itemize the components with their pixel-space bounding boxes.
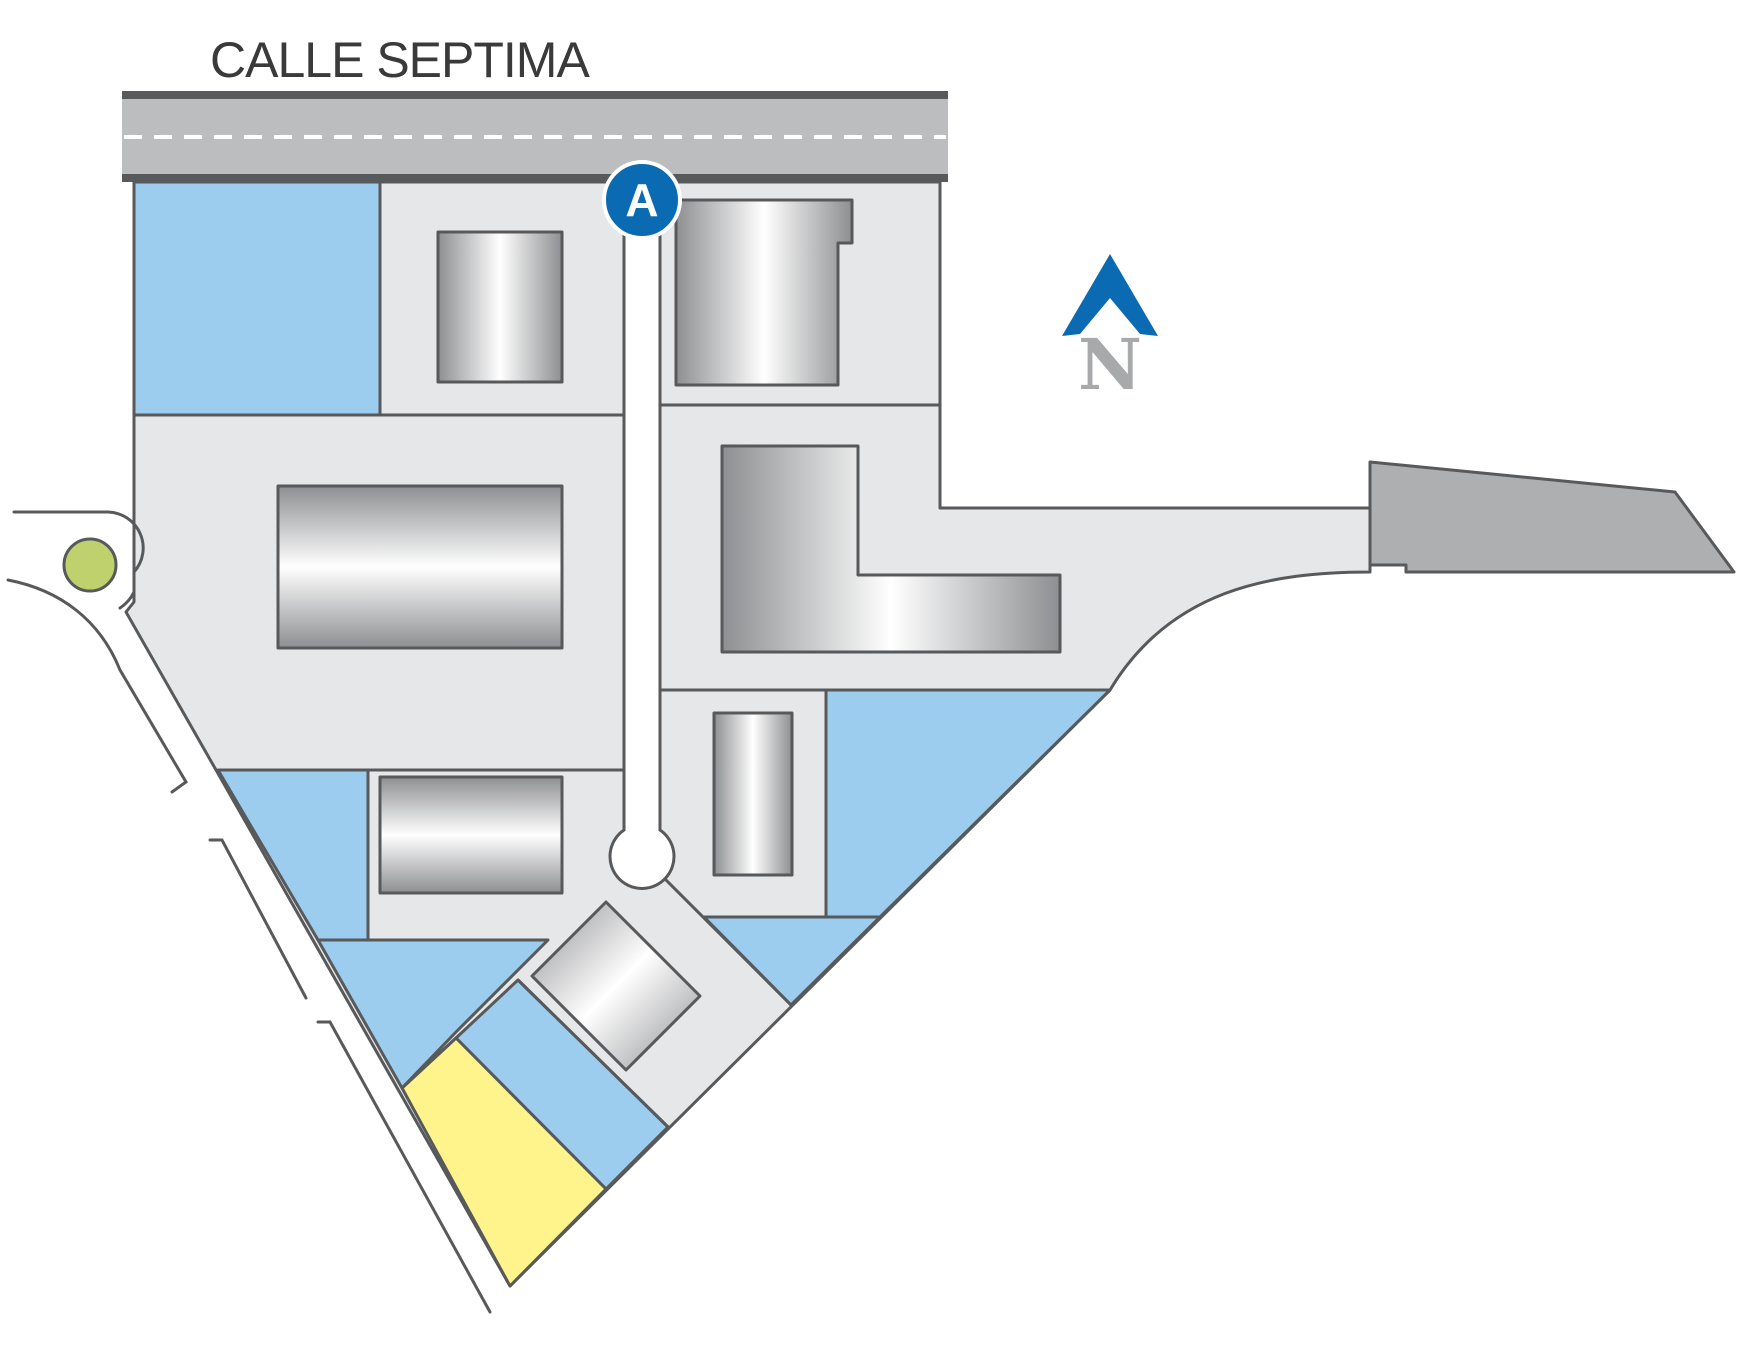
roundabout-circle: [62, 537, 118, 593]
north-letter: N: [1078, 323, 1142, 406]
street-label: CALLE SEPTIMA: [210, 32, 590, 88]
building-east-small: [712, 711, 794, 877]
north-arrow-icon: [1062, 254, 1158, 336]
west-road-edges: [6, 510, 492, 1314]
building-north-center: [436, 230, 564, 384]
building-south-west: [378, 775, 564, 895]
building-west-large: [276, 484, 564, 650]
building-north-east: [674, 198, 854, 387]
entrance-marker-label: A: [625, 174, 658, 226]
green-space-northwest: [132, 180, 382, 417]
annex-building: [1368, 460, 1736, 574]
internal-road: [608, 210, 676, 890]
entrance-marker-circle: [602, 160, 682, 240]
green-space-southwest: [216, 768, 370, 942]
plot-dividers: [134, 182, 1110, 1129]
green-spaces: [132, 180, 1112, 1191]
north-compass: N: [1062, 254, 1158, 406]
building-diagonal-shape: [530, 900, 702, 1072]
buildings: [276, 198, 1062, 895]
calle-septima-road: [122, 91, 948, 182]
building-l-shaped: [720, 444, 1062, 654]
entrance-marker-a[interactable]: A: [602, 160, 682, 240]
green-space-east: [824, 688, 1112, 919]
